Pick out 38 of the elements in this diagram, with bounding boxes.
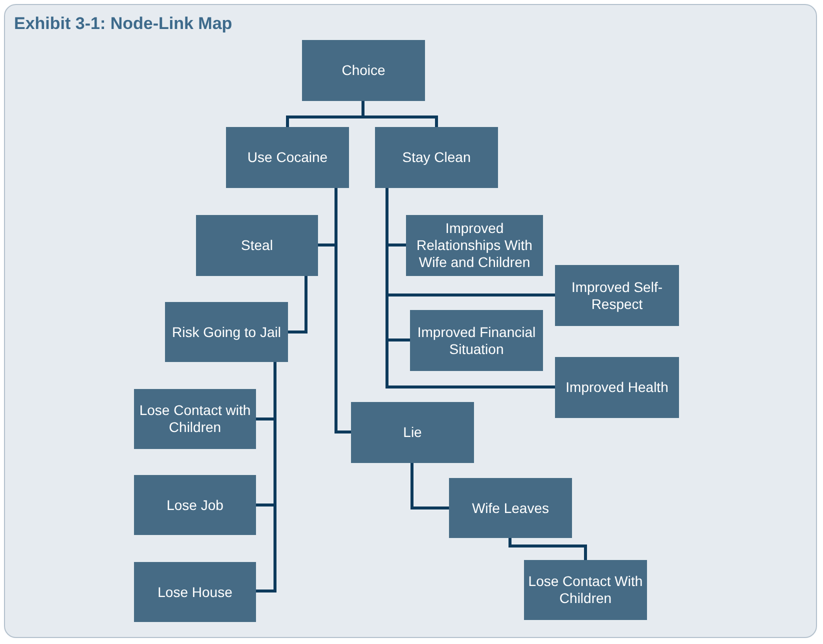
connector-line — [288, 276, 308, 334]
connector-line — [410, 463, 449, 510]
node-label: Steal — [241, 237, 273, 254]
concept-box — [302, 40, 425, 101]
concept-box — [134, 475, 256, 535]
node-label: Stay Clean — [402, 149, 471, 166]
concept-box — [196, 215, 318, 276]
node-label: Lose Contact with Children — [138, 402, 252, 436]
node-label: Choice — [342, 62, 386, 79]
concept-box — [134, 389, 256, 449]
node-label: Lose Contact With Children — [527, 573, 644, 607]
concept-box — [375, 127, 498, 188]
node-label: Lose Job — [166, 496, 224, 514]
connector-line — [334, 188, 351, 434]
node-label: Lie — [403, 424, 422, 441]
node-label: Improved Financial Situation — [416, 324, 537, 358]
connector-line — [508, 538, 587, 560]
concept-box — [134, 562, 256, 622]
concept-box — [165, 302, 288, 362]
concept-box — [351, 402, 474, 463]
node-label: Improved Self-Respect — [570, 278, 664, 312]
concept-box — [555, 265, 679, 326]
node-label: Improved Health — [566, 379, 668, 396]
concept-box — [449, 478, 572, 538]
node-label: Risk Going to Jail — [172, 324, 281, 340]
node-label: Wife Leaves — [472, 500, 550, 516]
node-label: Lose House — [158, 584, 232, 600]
concept-box — [410, 310, 543, 371]
connector-line — [386, 188, 555, 388]
concept-box — [226, 127, 349, 188]
concept-box — [555, 357, 679, 418]
node-label: Improved Relationships With Wife and Children — [416, 220, 534, 271]
connector-line — [256, 362, 276, 592]
concept-box — [406, 215, 543, 276]
diagram-title: Exhibit 3-1: Node-Link Map — [14, 14, 232, 34]
concept-box — [524, 560, 647, 620]
node-label: Use Cocaine — [247, 149, 328, 166]
connector-line — [362, 101, 438, 127]
